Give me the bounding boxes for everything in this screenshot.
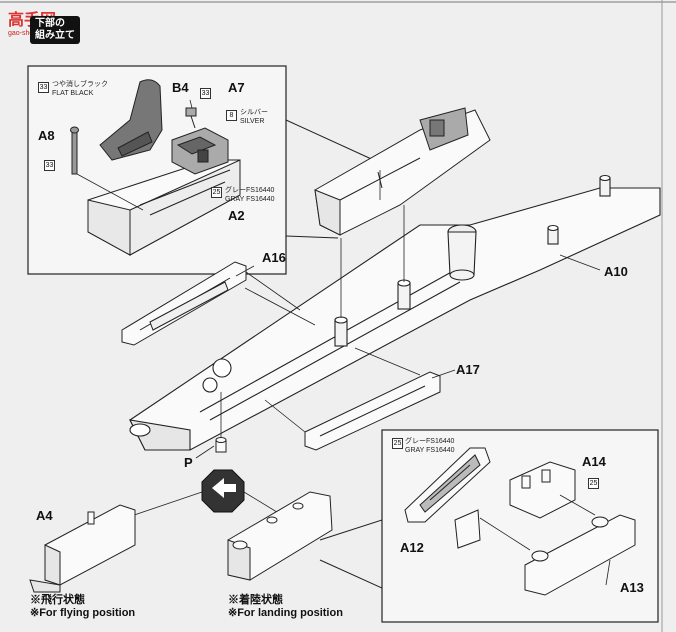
step-title-line1: 下部の [35,18,65,29]
label-A14: A14 [582,454,606,469]
note-flying-jp: ※飛行状態 [30,594,85,606]
main-cockpit-assembly [314,107,491,236]
paint-gray-a12-en: GRAY FS16440 [405,447,455,454]
choice-arrows-icon [201,469,245,513]
small-bracket [454,509,481,549]
paint-code-gray-a2: 25 [211,187,222,198]
paint-code-a7: 33 [200,88,211,99]
paint-silver-jp: シルバー [240,109,268,116]
part-A7 [185,107,197,129]
label-A8: A8 [38,128,55,143]
part-P [215,437,227,453]
label-A7: A7 [228,80,245,95]
paint-gray-a2-label: グレーFS16440 GRAY FS16440 [225,186,275,204]
note-flying-en: ※For flying position [30,607,136,619]
paint-flat-black-label: つや消しブラック FLAT BLACK [52,80,108,98]
part-A14 [509,461,576,519]
label-A10: A10 [604,264,628,279]
part-A17-side-wall [304,371,441,451]
part-A10-lower-fuselage [129,174,661,451]
paint-gray-a2-en: GRAY FS16440 [225,196,275,203]
paint-code-a8: 33 [44,160,55,171]
part-A16-side-wall [121,261,247,346]
label-P: P [184,455,193,470]
label-A16: A16 [262,250,286,265]
paint-code-silver: 8 [226,110,237,121]
step-heading: 下部の 組み立て [30,16,80,44]
part-A13 [524,514,636,596]
paint-code-gray-a12: 25 [392,438,403,449]
watermark-url: gao-shou.net [8,30,49,37]
label-A13: A13 [620,580,644,595]
label-A17: A17 [456,362,480,377]
note-landing: ※着陸状態 ※For landing position [228,594,343,620]
step-title-line2: 組み立て [35,30,75,41]
part-A12-panel [404,447,491,523]
note-flying: ※飛行状態 ※For flying position [30,594,135,620]
paint-gray-a12-jp: グレーFS16440 [405,438,455,445]
part-A8-stick [70,126,79,175]
label-A2: A2 [228,208,245,223]
label-B4: B4 [172,80,189,95]
part-B4-console [171,127,229,175]
paint-silver-label: シルバー SILVER [240,108,268,126]
note-landing-en: ※For landing position [228,607,343,619]
landing-insert [227,491,333,581]
part-A2-cockpit-tub [87,159,241,256]
seat-flat-black [99,79,163,161]
label-A12: A12 [400,540,424,555]
note-landing-jp: ※着陸状態 [228,594,283,606]
paint-gray-a12-label: グレーFS16440 GRAY FS16440 [405,437,455,455]
part-A4-flying-insert [29,504,136,593]
paint-flat-black-en: FLAT BLACK [52,90,94,97]
label-A4: A4 [36,508,53,523]
paint-flat-black-jp: つや消しブラック [52,81,108,88]
paint-code-flat-black: 33 [38,82,49,93]
paint-gray-a2-jp: グレーFS16440 [225,187,275,194]
paint-silver-en: SILVER [240,118,265,125]
paint-code-a14: 25 [588,478,599,489]
